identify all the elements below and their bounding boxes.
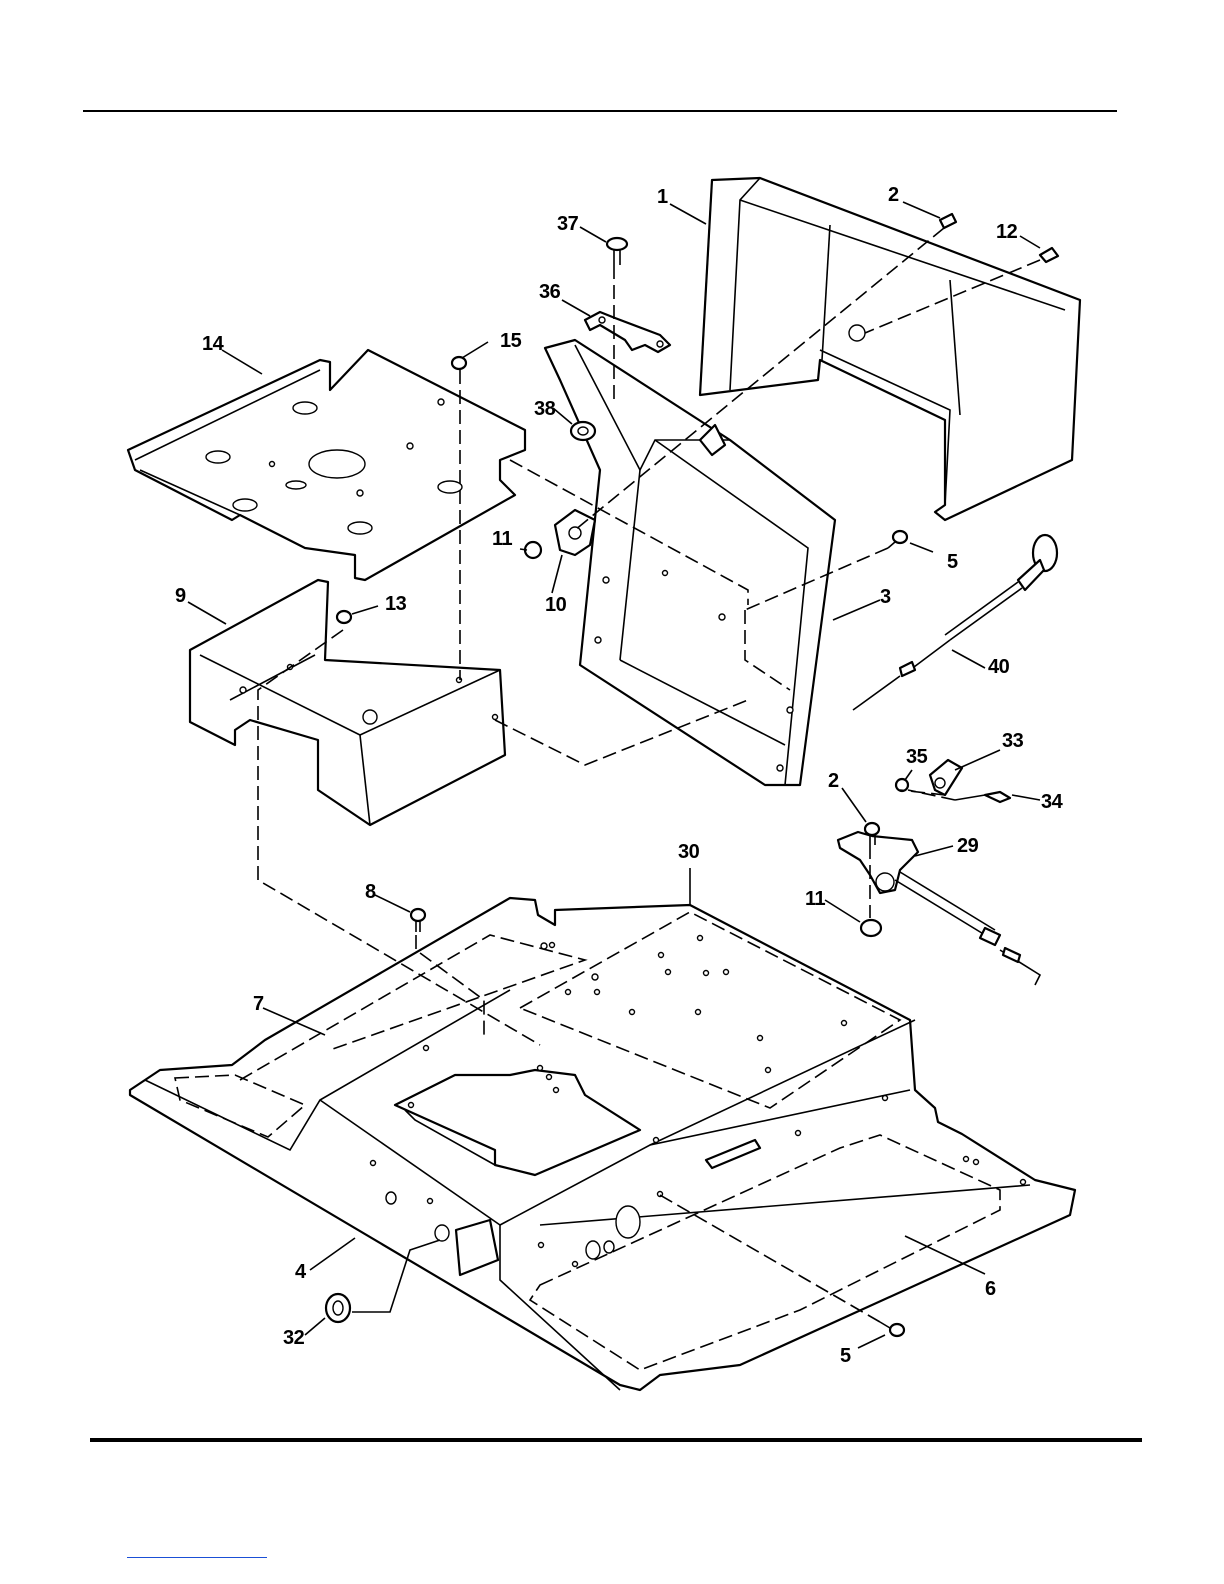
- callout-38: 38: [534, 398, 556, 420]
- callout-3: 3: [880, 586, 891, 608]
- callout-14: 14: [202, 333, 225, 355]
- callout-11-upper: 11: [492, 528, 513, 550]
- callout-8: 8: [365, 881, 376, 903]
- part-8-bolt: [411, 909, 425, 932]
- part-35-nut: [896, 779, 908, 791]
- part-14-seat-plate: [128, 350, 525, 580]
- part-5-bolt-upper: [888, 531, 907, 548]
- part-11-nut-lower: [861, 920, 881, 936]
- part-4-frame: [130, 898, 1075, 1390]
- callout-9: 9: [175, 585, 186, 607]
- part-38-grommet: [571, 422, 595, 440]
- callout-5-lower: 5: [840, 1345, 851, 1367]
- callout-36: 36: [539, 281, 561, 303]
- part-29-control-bracket: [838, 832, 1040, 985]
- callout-11-lower: 11: [805, 888, 826, 910]
- callout-2-upper: 2: [888, 184, 899, 206]
- callout-32: 32: [283, 1327, 305, 1349]
- callout-13: 13: [385, 593, 407, 615]
- callout-1: 1: [657, 186, 668, 208]
- callout-15: 15: [500, 330, 522, 352]
- part-33-lever: [930, 760, 962, 795]
- callout-7: 7: [253, 993, 264, 1015]
- callout-4: 4: [295, 1261, 307, 1283]
- part-10-bracket: [555, 510, 595, 555]
- callout-35: 35: [906, 746, 928, 768]
- callout-29: 29: [957, 835, 979, 857]
- callout-2-lower: 2: [828, 770, 839, 792]
- part-15-bolt: [452, 357, 466, 369]
- part-13-bolt: [337, 611, 351, 623]
- part-3-dash-panel: [545, 340, 835, 785]
- callout-30: 30: [678, 841, 700, 863]
- callout-10: 10: [545, 594, 567, 616]
- part-34-bolt: [955, 792, 1010, 802]
- callout-12: 12: [996, 221, 1018, 243]
- callout-37: 37: [557, 213, 579, 235]
- callout-6: 6: [985, 1278, 996, 1300]
- callout-34: 34: [1041, 791, 1064, 813]
- part-12-bolt: [1040, 248, 1058, 262]
- part-32-grommet: [326, 1294, 350, 1322]
- callout-5-upper: 5: [947, 551, 958, 573]
- part-11-nut-upper: [525, 542, 541, 558]
- callout-40: 40: [988, 656, 1010, 678]
- part-37-carriage-bolt: [607, 238, 627, 265]
- part-36-clamp: [585, 312, 670, 352]
- part-2-screw-upper: [940, 214, 956, 228]
- callout-33: 33: [1002, 730, 1024, 752]
- part-5-bolt-lower: [880, 1322, 904, 1336]
